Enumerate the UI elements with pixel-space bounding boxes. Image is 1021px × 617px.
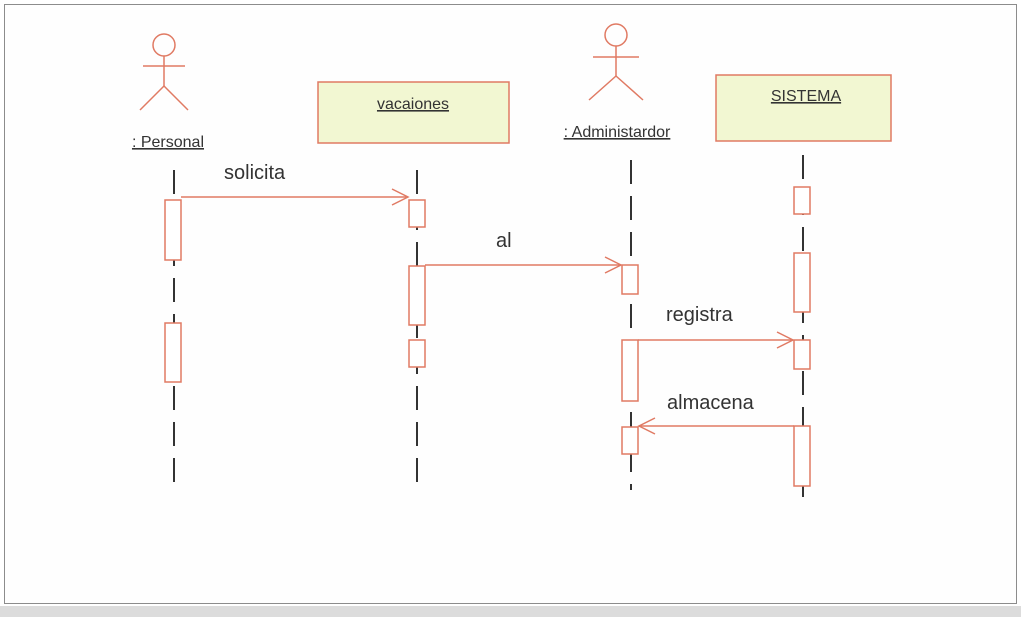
participant-label-vacaciones: vacaiones (377, 96, 449, 113)
activation-vacaciones-1 (408, 199, 426, 228)
activation-sistema-2 (793, 252, 811, 313)
message-arrow-al (425, 256, 623, 274)
participant-label-personal: : Personal (132, 134, 204, 151)
actor-personal-icon (139, 33, 189, 111)
message-arrow-almacena (637, 417, 794, 435)
object-box-vacaciones (317, 81, 510, 144)
activation-vacaciones-2 (408, 265, 426, 326)
message-label-al: al (496, 230, 512, 252)
activation-administrador-2 (621, 339, 639, 402)
activation-vacaciones-3 (408, 339, 426, 368)
activation-sistema-4 (793, 425, 811, 487)
message-label-almacena: almacena (667, 392, 755, 414)
activation-personal-2 (164, 322, 182, 383)
bottom-strip (0, 606, 1021, 617)
message-label-registra: registra (666, 304, 734, 326)
activation-sistema-3 (793, 339, 811, 370)
activation-administrador-3 (621, 426, 639, 455)
message-arrow-registra (638, 331, 795, 349)
message-label-solicita: solicita (224, 162, 286, 184)
message-arrow-solicita (181, 188, 410, 206)
participant-label-sistema: SISTEMA (771, 88, 842, 105)
actor-administrador-icon (588, 23, 644, 101)
activation-personal-1 (164, 199, 182, 261)
activation-administrador-1 (621, 264, 639, 295)
activation-sistema-1 (793, 186, 811, 215)
participant-label-administrador: : Administardor (564, 124, 671, 141)
object-box-sistema (715, 74, 892, 142)
